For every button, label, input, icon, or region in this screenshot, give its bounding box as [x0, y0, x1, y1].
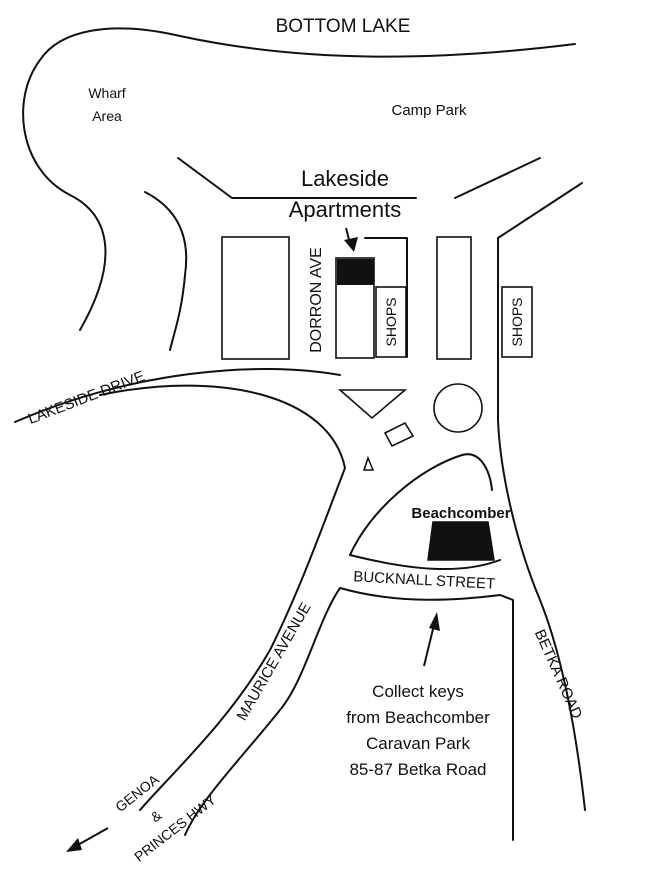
road-bucknall-south	[339, 587, 501, 601]
label-keys-1: Collect keys	[372, 682, 464, 701]
label-genoa-ampersand: &	[147, 806, 165, 825]
road-betka-east	[499, 594, 514, 841]
building-shops-right	[501, 286, 533, 358]
keys-arrow-line	[423, 624, 435, 667]
traffic-island-triangle	[337, 389, 408, 420]
genoa-arrow-head	[66, 838, 82, 852]
label-lakeside: Lakeside	[301, 166, 389, 191]
label-shops-right: SHOPS	[509, 297, 525, 346]
label-shops-left: SHOPS	[383, 297, 399, 346]
label-maurice-avenue: MAURICE AVENUE	[233, 600, 314, 724]
beachcomber-building	[427, 521, 495, 561]
traffic-island-tiny	[362, 455, 375, 471]
label-bottom-lake: BOTTOM LAKE	[276, 16, 411, 37]
road-north-upper	[177, 157, 417, 199]
keys-arrow-head	[429, 612, 440, 631]
label-bucknall-street: BUCKNALL STREET	[353, 568, 496, 592]
label-keys-2: from Beachcomber	[346, 708, 490, 727]
label-camp-park: Camp Park	[391, 102, 467, 119]
label-beachcomber: Beachcomber	[411, 505, 510, 522]
label-dorron-ave: DORRON AVE	[308, 247, 325, 353]
road-beachcomber-curve	[349, 453, 493, 556]
genoa-arrow-line	[75, 827, 109, 847]
label-princes-hwy: PRINCES HWY	[131, 791, 219, 865]
road-lakeside-drive-north	[14, 367, 341, 423]
building-shops-left	[375, 286, 407, 358]
building-middle	[436, 236, 472, 360]
label-betka-road: BETKA ROAD	[531, 627, 586, 722]
label-apartments: Apartments	[289, 197, 402, 222]
apartments-block-outline	[364, 237, 408, 358]
road-maurice-west	[139, 467, 346, 811]
lake-shoreline	[22, 27, 576, 331]
building-left	[221, 236, 290, 360]
label-wharf-area: Area	[92, 108, 122, 124]
road-west-curve	[144, 191, 188, 351]
label-wharf: Wharf	[88, 85, 125, 101]
road-lakeside-drive-south	[99, 384, 346, 469]
traffic-island-small	[383, 421, 415, 448]
label-keys-4: 85-87 Betka Road	[349, 760, 486, 779]
road-maurice-east	[184, 587, 341, 836]
label-keys-3: Caravan Park	[366, 734, 470, 753]
road-betka-west	[497, 237, 586, 811]
roundabout-circle	[433, 383, 483, 433]
apartments-arrow-head	[344, 237, 358, 252]
label-lakeside-drive: LAKESIDE DRIVE	[26, 368, 147, 428]
road-north-right	[454, 157, 541, 199]
lakeside-apartments-marker	[337, 259, 374, 285]
road-east-top	[497, 182, 583, 239]
road-bucknall-north	[349, 554, 501, 571]
